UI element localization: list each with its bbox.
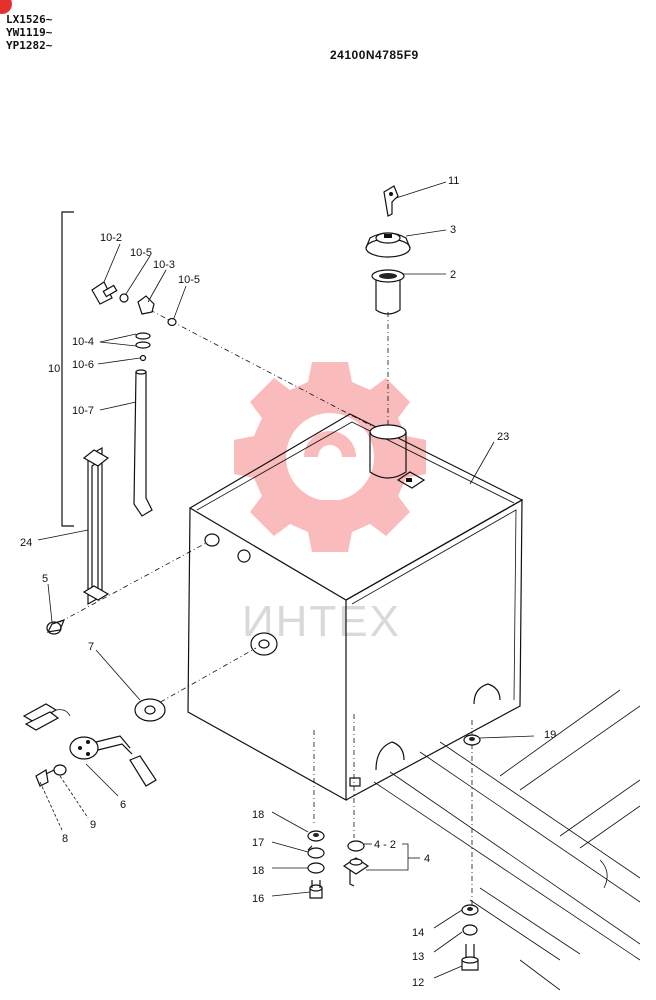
o-ring-10-4b	[135, 341, 151, 349]
nut-10-3	[137, 295, 155, 315]
corner-logo-mark	[0, 0, 12, 14]
o-ring-10-5b	[167, 317, 177, 327]
callout-17: 17	[252, 837, 264, 849]
serial-range-2: YW1119~	[6, 26, 53, 39]
callout-12: 12	[412, 977, 424, 989]
callout-10-2: 10-2	[100, 232, 122, 244]
bolt-16	[309, 880, 323, 899]
watermark-gear-logo	[234, 362, 426, 552]
callout-10-5b: 10-5	[178, 274, 200, 286]
serial-range-3: YP1282~	[6, 39, 53, 52]
drain-bolt-10-2	[91, 281, 118, 305]
callout-2: 2	[450, 269, 456, 281]
gasket	[134, 698, 166, 722]
lock-washer-17	[307, 845, 325, 859]
cap-key	[383, 185, 399, 217]
washer-18b	[307, 862, 325, 874]
bolt-12	[461, 944, 479, 971]
assembly-line-plug	[59, 541, 209, 623]
callout-6: 6	[120, 799, 126, 811]
callout-10-3: 10-3	[153, 259, 175, 271]
fuel-filler	[371, 269, 405, 315]
document-number: 24100N4785F9	[330, 48, 419, 62]
group-10-bracket	[61, 211, 74, 527]
callout-24: 24	[20, 537, 32, 549]
callout-16: 16	[252, 893, 264, 905]
callout-4: 4	[424, 853, 430, 865]
callout-18b: 18	[252, 865, 264, 877]
o-ring-10-4a	[135, 332, 151, 340]
callout-10-5a: 10-5	[130, 247, 152, 259]
callout-8: 8	[62, 833, 68, 845]
callout-18a: 18	[252, 809, 264, 821]
o-ring-10-5a	[119, 293, 129, 303]
washer-13	[462, 924, 478, 936]
plug	[46, 619, 66, 635]
callout-10: 10	[48, 363, 60, 375]
leader-lines	[37, 181, 535, 979]
callout-23: 23	[497, 431, 509, 443]
callout-13: 13	[412, 951, 424, 963]
callout-11: 11	[448, 175, 459, 187]
assembly-line-gasket	[149, 647, 257, 709]
suction-pipe-10-7	[133, 369, 153, 517]
serial-range-1: LX1526~	[6, 13, 53, 26]
callout-10-4: 10-4	[72, 336, 94, 348]
callout-19: 19	[544, 729, 556, 741]
fuel-tank	[187, 413, 524, 802]
callout-7: 7	[88, 641, 94, 653]
callout-3: 3	[450, 224, 456, 236]
callout-5: 5	[42, 573, 48, 585]
assembly-line-strainer	[149, 309, 373, 427]
callout-14: 14	[412, 927, 424, 939]
washer-9	[53, 764, 67, 776]
chassis-frame	[373, 689, 641, 991]
callout-10-6: 10-6	[72, 359, 94, 371]
washer-4-2	[347, 840, 365, 852]
fuel-sender-unit	[22, 703, 157, 787]
level-gauge	[82, 446, 110, 606]
callout-10-7: 10-7	[72, 405, 94, 417]
drain-cock	[342, 857, 370, 887]
callout-4-2: 4 - 2	[374, 839, 396, 851]
callout-9: 9	[90, 819, 96, 831]
washer-10-6	[139, 354, 147, 362]
fuel-cap	[365, 232, 411, 258]
